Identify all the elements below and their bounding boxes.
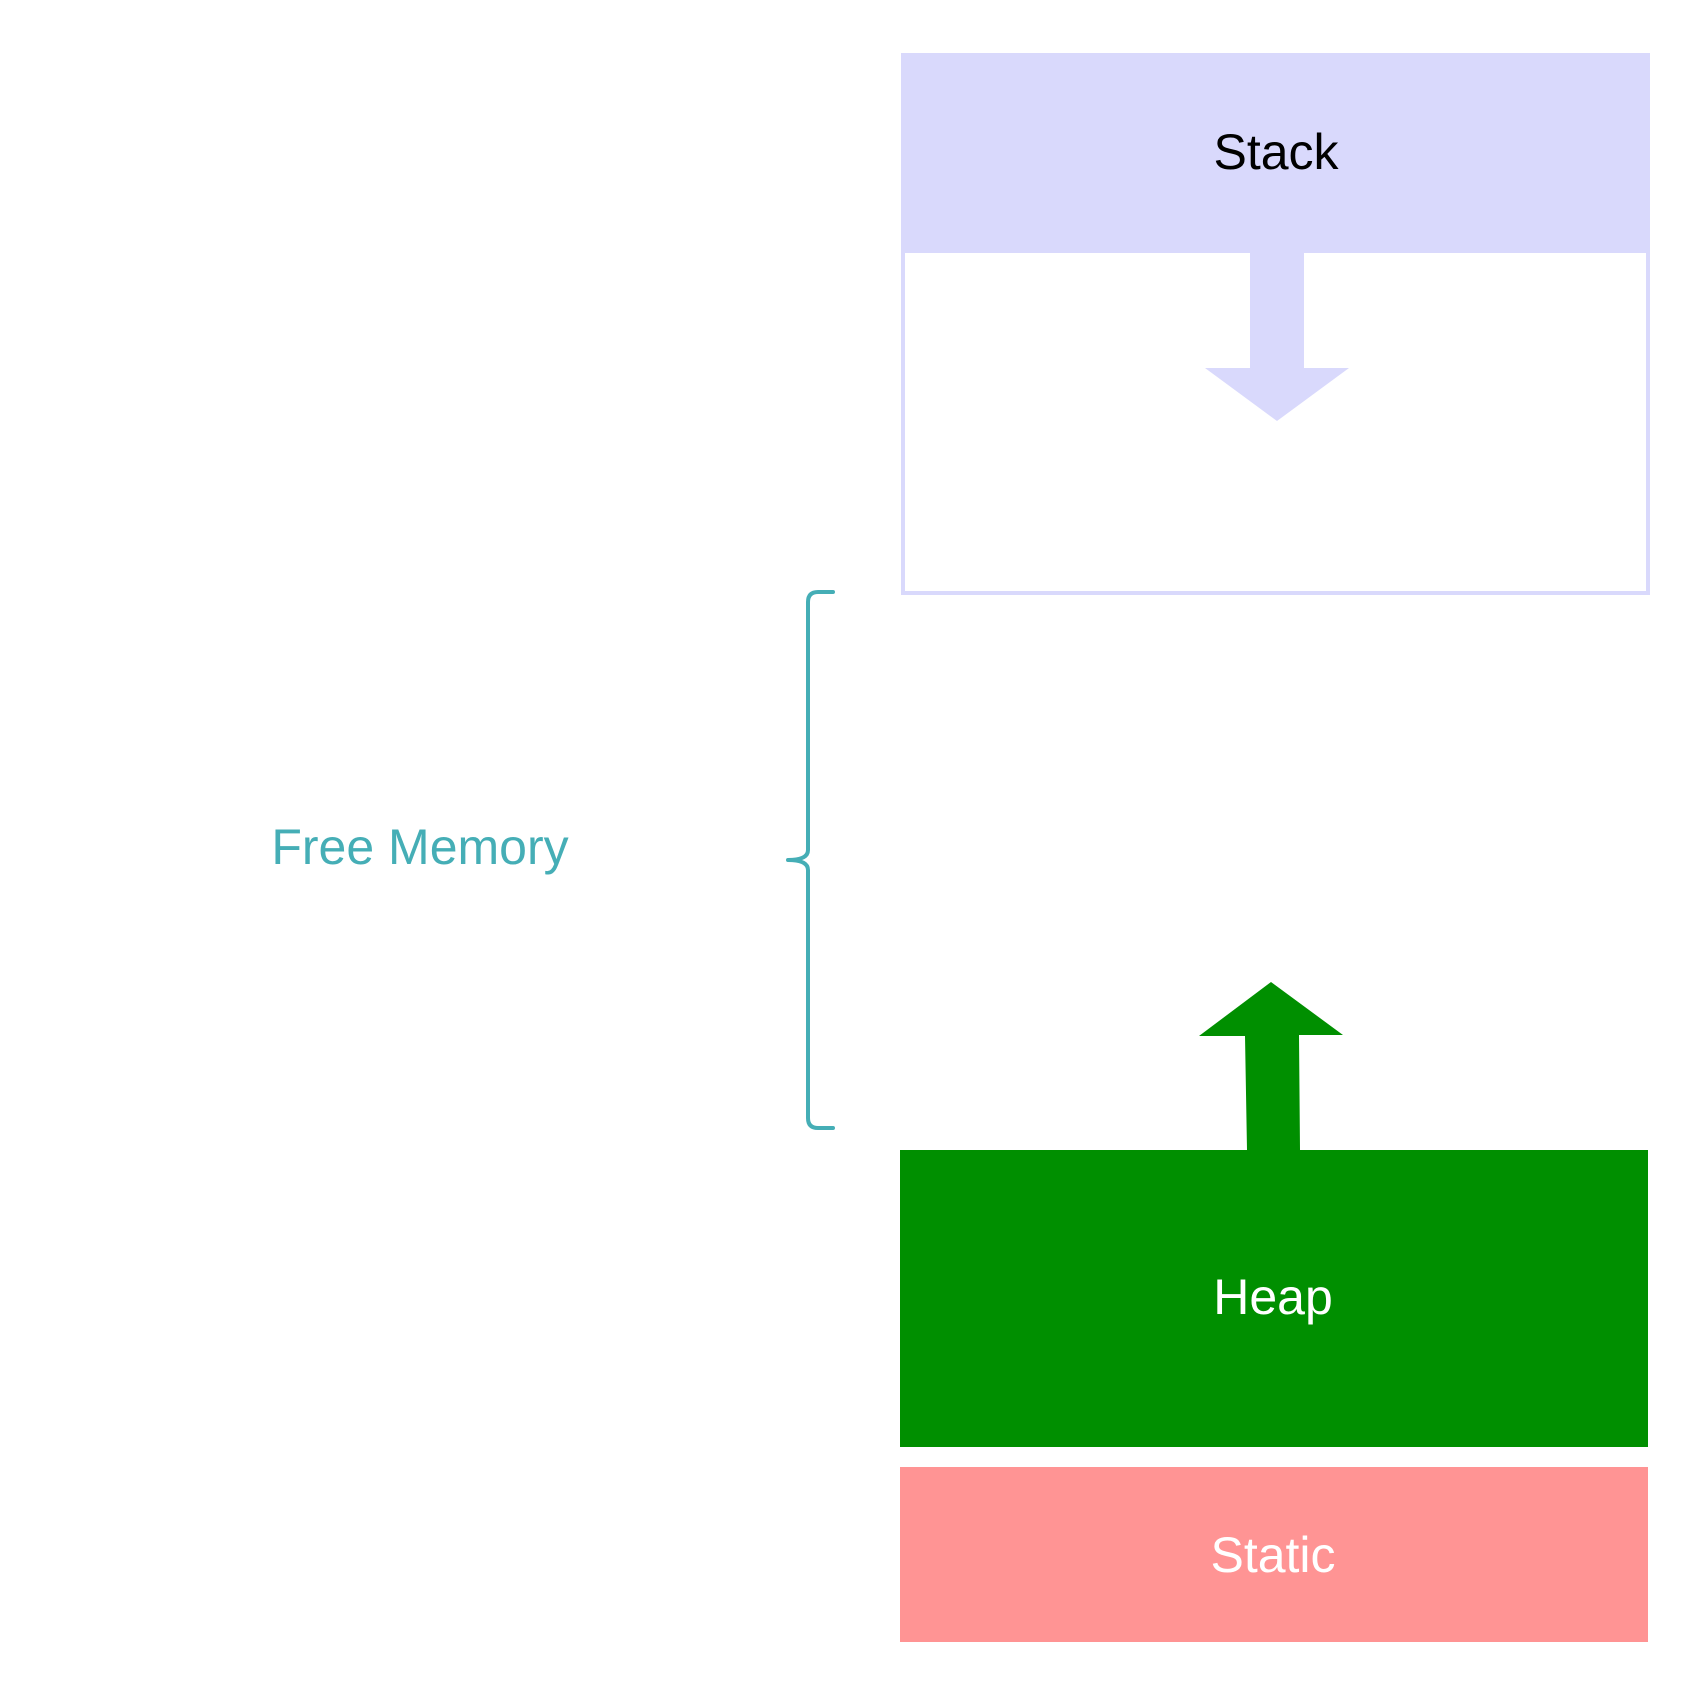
- stack-label: Stack: [1213, 124, 1339, 180]
- free-memory-brace: [786, 590, 835, 1130]
- heap-block: [900, 1150, 1648, 1447]
- stack-block: [903, 55, 1648, 253]
- static-label: Static: [1210, 1527, 1335, 1583]
- free-memory-label: Free Memory: [271, 819, 568, 875]
- heap-growth-arrow-up: [1199, 982, 1343, 1150]
- stack-growth-arrow-down: [1205, 253, 1349, 421]
- heap-label: Heap: [1213, 1269, 1333, 1325]
- static-block: [900, 1467, 1648, 1642]
